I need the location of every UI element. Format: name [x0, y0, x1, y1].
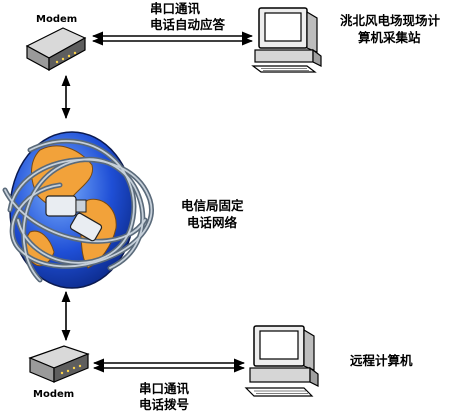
modem-icon: [28, 345, 90, 383]
modem-icon: [25, 27, 87, 72]
top-station-label-line1: 洮北风电场现场计: [340, 13, 441, 28]
bottom-link-arrow: [92, 358, 246, 373]
network-label-line2: 电话网络: [187, 215, 238, 230]
bottom-link-label-line1: 串口通讯: [139, 381, 190, 396]
network-label-line1: 电信局固定: [181, 198, 244, 213]
bottom-modem-label: Modem: [33, 389, 75, 400]
plug-icon: [45, 195, 103, 242]
top-station-label-line2: 算机采集站: [358, 30, 421, 45]
top-modem-label: Modem: [36, 14, 78, 25]
computer-icon: [251, 7, 322, 73]
top-link-arrow: [91, 31, 254, 46]
computer-icon: [244, 325, 319, 397]
bottom-link-label-line2: 电话拨号: [139, 397, 190, 412]
top-link-label-line1: 串口通讯: [150, 1, 201, 16]
top-link-label-line2: 电话自动应答: [150, 17, 226, 32]
globe-network-icon: [2, 131, 154, 289]
remote-station-label: 远程计算机: [350, 353, 413, 368]
